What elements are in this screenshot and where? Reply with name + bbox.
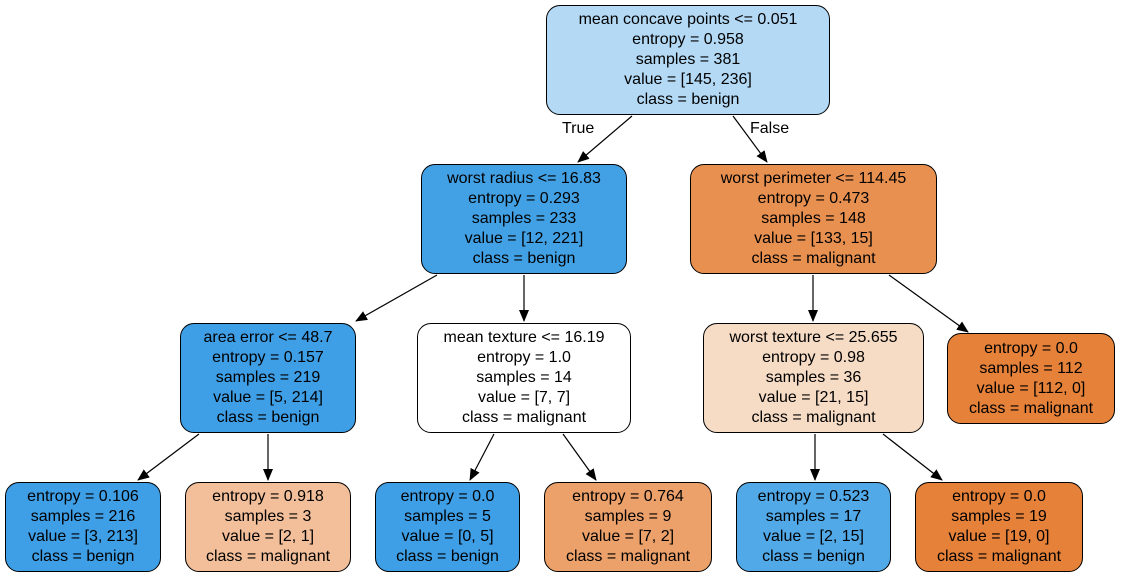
- entropy-value: entropy = 0.106: [27, 488, 139, 505]
- class-label: class = benign: [31, 548, 135, 565]
- class-value-counts: value = [2, 15]: [763, 528, 864, 545]
- samples-count: samples = 381: [635, 51, 741, 68]
- split-rule: worst texture <= 25.655: [729, 329, 898, 346]
- entropy-value: entropy = 0.473: [757, 190, 870, 207]
- class-value-counts: value = [133, 15]: [754, 230, 873, 247]
- tree-node-area-error: area error <= 48.7 entropy = 0.157 sampl…: [180, 323, 356, 433]
- samples-count: samples = 219: [215, 369, 321, 386]
- entropy-value: entropy = 0.0: [400, 488, 495, 505]
- samples-count: samples = 5: [404, 508, 491, 525]
- samples-count: samples = 19: [951, 508, 1047, 525]
- tree-node-root: mean concave points <= 0.051 entropy = 0…: [546, 5, 830, 115]
- tree-leaf-malignant-112: entropy = 0.0 samples = 112 value = [112…: [947, 333, 1115, 424]
- class-value-counts: value = [5, 214]: [213, 389, 323, 406]
- class-label: class = benign: [216, 409, 320, 426]
- class-label: class = malignant: [936, 548, 1062, 565]
- split-rule: worst perimeter <= 114.45: [720, 170, 907, 187]
- entropy-value: entropy = 0.764: [572, 488, 684, 505]
- class-label: class = malignant: [205, 548, 331, 565]
- entropy-value: entropy = 0.98: [762, 349, 865, 366]
- tree-node-worst-perimeter: worst perimeter <= 114.45 entropy = 0.47…: [690, 164, 937, 274]
- edge-n4-l3: [469, 433, 495, 481]
- class-value-counts: value = [7, 7]: [477, 389, 571, 406]
- entropy-value: entropy = 0.958: [632, 31, 744, 48]
- class-label: class = benign: [396, 548, 499, 565]
- class-value-counts: value = [0, 5]: [401, 528, 494, 545]
- entropy-value: entropy = 0.293: [468, 190, 580, 207]
- entropy-value: entropy = 0.0: [984, 339, 1078, 357]
- tree-node-worst-texture: worst texture <= 25.655 entropy = 0.98 s…: [703, 323, 924, 433]
- class-label: class = malignant: [565, 548, 691, 565]
- class-value-counts: value = [7, 2]: [581, 528, 675, 545]
- class-label: class = malignant: [968, 399, 1094, 417]
- class-value-counts: value = [21, 15]: [758, 389, 869, 406]
- samples-count: samples = 216: [30, 508, 136, 525]
- samples-count: samples = 233: [471, 210, 577, 227]
- tree-node-worst-radius: worst radius <= 16.83 entropy = 0.293 sa…: [421, 164, 627, 274]
- tree-leaf-malignant-19: entropy = 0.0 samples = 19 value = [19, …: [915, 482, 1083, 572]
- edge-label-false: False: [750, 120, 790, 137]
- class-value-counts: value = [3, 213]: [28, 528, 138, 545]
- samples-count: samples = 36: [765, 369, 862, 386]
- entropy-value: entropy = 0.918: [212, 488, 324, 505]
- class-value-counts: value = [145, 236]: [624, 71, 752, 88]
- class-label: class = benign: [762, 548, 865, 565]
- samples-count: samples = 148: [761, 210, 866, 227]
- edge-n1-n3: [355, 274, 438, 322]
- split-rule: worst radius <= 16.83: [447, 170, 601, 187]
- class-label: class = malignant: [461, 409, 587, 426]
- class-value-counts: value = [12, 221]: [464, 230, 584, 247]
- class-label: class = malignant: [751, 409, 876, 426]
- entropy-value: entropy = 0.157: [212, 349, 324, 366]
- tree-node-mean-texture: mean texture <= 16.19 entropy = 1.0 samp…: [417, 323, 631, 433]
- class-label: class = benign: [636, 91, 740, 108]
- split-rule: mean concave points <= 0.051: [578, 11, 798, 28]
- edge-root-n2: [732, 115, 768, 163]
- class-label: class = benign: [472, 250, 576, 267]
- tree-leaf-malignant-9: entropy = 0.764 samples = 9 value = [7, …: [544, 482, 712, 572]
- class-value-counts: value = [19, 0]: [948, 528, 1050, 545]
- split-rule: mean texture <= 16.19: [443, 329, 605, 346]
- edge-label-true: True: [562, 120, 595, 137]
- entropy-value: entropy = 0.523: [757, 488, 870, 505]
- samples-count: samples = 17: [765, 508, 862, 525]
- edge-n4-l4: [562, 433, 597, 481]
- tree-leaf-benign-216: entropy = 0.106 samples = 216 value = [3…: [5, 482, 161, 572]
- class-value-counts: value = [2, 1]: [221, 528, 315, 545]
- edge-n3-l1: [137, 433, 200, 481]
- split-rule: area error <= 48.7: [203, 329, 333, 346]
- samples-count: samples = 9: [584, 508, 672, 525]
- class-label: class = malignant: [751, 250, 876, 267]
- entropy-value: entropy = 1.0: [477, 349, 571, 366]
- samples-count: samples = 14: [476, 369, 572, 386]
- class-value-counts: value = [112, 0]: [976, 379, 1086, 397]
- tree-leaf-benign-5: entropy = 0.0 samples = 5 value = [0, 5]…: [375, 482, 520, 572]
- entropy-value: entropy = 0.0: [952, 488, 1046, 505]
- tree-leaf-malignant-3: entropy = 0.918 samples = 3 value = [2, …: [185, 482, 351, 572]
- edge-n5-l6: [882, 433, 943, 481]
- samples-count: samples = 112: [979, 359, 1083, 377]
- edge-root-n1: [577, 115, 633, 163]
- samples-count: samples = 3: [224, 508, 312, 525]
- edge-n2-n6: [888, 274, 969, 333]
- tree-leaf-benign-17: entropy = 0.523 samples = 17 value = [2,…: [736, 482, 891, 572]
